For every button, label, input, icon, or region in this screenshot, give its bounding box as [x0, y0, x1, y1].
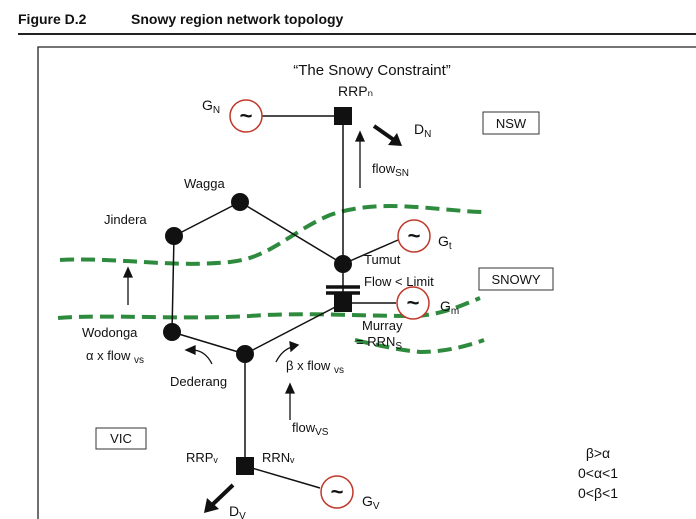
label-wagga: Wagga — [184, 176, 225, 191]
label-rrn-s: = RRNS — [356, 334, 402, 352]
region-label-nsw: NSW — [496, 116, 527, 131]
region-label-vic: VIC — [110, 431, 132, 446]
line-jindera-wodonga — [171, 235, 175, 333]
generator-gm-ring — [396, 286, 430, 320]
generator-gm: ~ — [396, 286, 430, 320]
node-wodonga — [163, 323, 181, 341]
node-rrpv-square — [236, 457, 254, 475]
figure-title: Snowy region network topology — [131, 11, 344, 27]
label-dn: DN — [414, 121, 431, 140]
arrow-flow-vs-head — [284, 382, 296, 394]
label-rrn-v: RRNᵥ — [262, 450, 295, 465]
label-gt: Gt — [438, 233, 452, 252]
line-jindera-wagga — [173, 201, 241, 237]
label-jindera: Jindera — [104, 212, 147, 227]
node-jindera — [165, 227, 183, 245]
node-wagga — [231, 193, 249, 211]
region-box-vic — [95, 427, 147, 450]
constraint-beta-gt-alpha: β>α — [586, 445, 610, 461]
line-wodonga-dederang — [171, 331, 246, 355]
snowy-boundary-upper — [59, 204, 483, 266]
label-murray: Murray — [362, 318, 403, 333]
region-box-nsw — [482, 111, 540, 135]
region-label-snowy: SNOWY — [491, 272, 540, 287]
sine-icon: ~ — [240, 103, 253, 128]
transmission-lines — [171, 115, 399, 489]
diagram-caption: “The Snowy Constraint” — [293, 62, 451, 79]
snowy-boundary-lower — [354, 338, 485, 355]
generator-gv-ring — [320, 475, 354, 509]
node-tumut — [334, 255, 352, 273]
label-dederang: Dederang — [170, 374, 227, 389]
node-rrpn-square — [334, 107, 352, 125]
label-flow-vs: flowVS — [292, 420, 329, 438]
demand-arrow-dn-head — [388, 133, 402, 146]
label-flow-limit: Flow < Limit — [364, 274, 434, 289]
node-murray-square — [334, 294, 352, 312]
diagram-frame — [37, 46, 696, 519]
region-box-snowy — [478, 267, 554, 291]
demand-arrow-dn — [372, 124, 402, 146]
demand-arrow-dv-shaft — [210, 483, 235, 507]
figure-header: Figure D.2 Snowy region network topology — [18, 11, 692, 33]
label-alpha-flow: α x flow vs — [86, 348, 144, 366]
figure-number: Figure D.2 — [18, 11, 87, 27]
sine-icon: ~ — [331, 479, 344, 504]
label-flow-sn: flowSN — [372, 161, 409, 179]
line-wagga-tumut — [239, 201, 344, 265]
label-rrp-v: RRPᵥ — [186, 450, 218, 465]
arrow-beta-head — [289, 341, 300, 353]
sine-icon: ~ — [407, 290, 420, 315]
generator-gt: ~ — [397, 219, 431, 253]
line-rrpv-gv — [244, 465, 321, 489]
generator-gv: ~ — [320, 475, 354, 509]
sine-icon: ~ — [408, 223, 421, 248]
label-dv: DV — [229, 503, 246, 519]
demand-arrow-dv-head — [204, 498, 219, 513]
constraint-beta-range: 0<β<1 — [578, 485, 618, 501]
line-tumut-gt — [342, 239, 399, 265]
label-gv: GV — [362, 493, 380, 512]
generator-gn: ~ — [229, 99, 263, 133]
constraints-block: β>α 0<α<1 0<β<1 — [578, 445, 618, 501]
label-tumut: Tumut — [364, 252, 401, 267]
arrow-flow-sn-head — [354, 130, 366, 142]
label-gn: GN — [202, 97, 220, 116]
label-wodonga: Wodonga — [82, 325, 138, 340]
node-dederang — [236, 345, 254, 363]
constraint-alpha-range: 0<α<1 — [578, 465, 618, 481]
header-rule — [18, 33, 696, 35]
label-beta-flow: β x flow vs — [286, 358, 344, 376]
label-rrp-n: RRPₙ — [338, 83, 373, 99]
generator-gt-ring — [397, 219, 431, 253]
node-labels: RRPₙ GN DN flowSN Wagga Jindera Gt Tumut… — [82, 83, 459, 519]
label-gm: Gm — [440, 298, 459, 317]
flow-arrows — [122, 130, 366, 420]
demand-arrow-dv — [204, 483, 235, 513]
generator-gn-ring — [229, 99, 263, 133]
line-murray-dederang — [244, 302, 344, 355]
arrow-up-left-head — [122, 266, 134, 278]
snowy-boundary-middle — [57, 296, 481, 320]
demand-arrow-dn-shaft — [372, 124, 396, 142]
arrow-alpha-head — [184, 344, 196, 356]
